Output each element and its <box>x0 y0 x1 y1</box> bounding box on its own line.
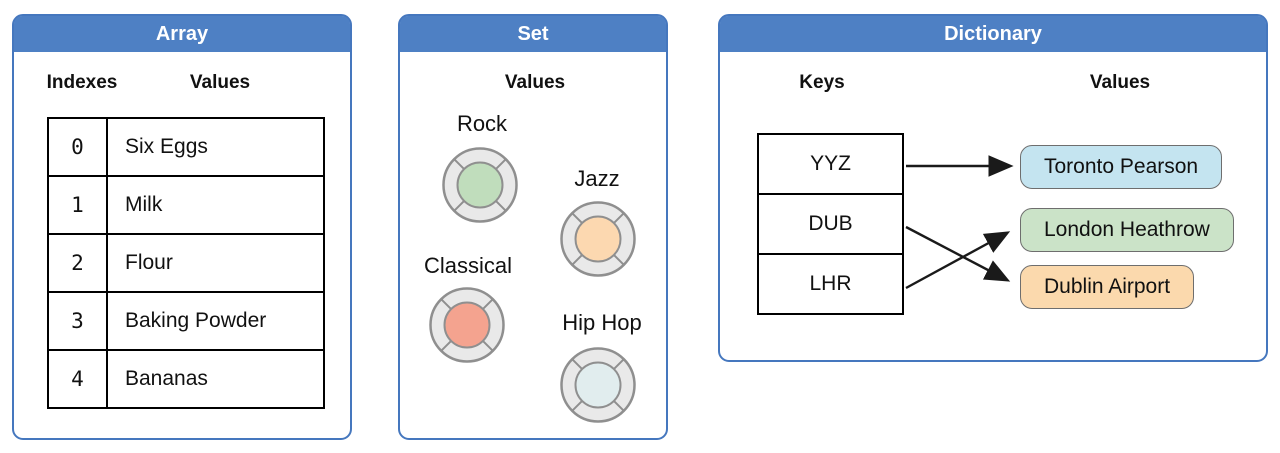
array-value-cell: Milk <box>106 175 325 235</box>
array-table: 0 Six Eggs 1 Milk 2 Flour 3 Baking Powde… <box>47 117 325 409</box>
dictionary-keys-column-label: Keys <box>799 72 845 93</box>
dictionary-panel-title: Dictionary <box>944 23 1042 45</box>
arrow-lhr-to-london <box>905 231 1011 290</box>
disc-center-classical <box>443 301 491 349</box>
array-panel: Array Indexes Values 0 Six Eggs 1 Milk 2… <box>12 14 352 440</box>
set-item-label-classical: Classical <box>423 253 513 278</box>
record-disc-icon <box>429 287 505 363</box>
keys-table-row: DUB <box>757 193 904 255</box>
set-panel: Set Values Rock Jazz <box>398 14 668 440</box>
array-index-cell: 4 <box>47 349 108 409</box>
keys-table-row: YYZ <box>757 133 904 195</box>
disc-center-hiphop <box>574 361 622 409</box>
array-panel-title: Array <box>155 23 209 45</box>
key-cell: LHR <box>757 253 904 315</box>
array-index-cell: 2 <box>47 233 108 293</box>
array-indexes-column-label: Indexes <box>46 72 118 93</box>
dictionary-panel-header: Dictionary <box>720 16 1266 52</box>
record-disc-icon <box>442 147 518 223</box>
set-panel-header: Set <box>400 16 666 52</box>
value-pill-london: London Heathrow <box>1020 208 1234 252</box>
array-value-cell: Six Eggs <box>106 117 325 177</box>
array-table-row: 2 Flour <box>47 233 325 293</box>
dictionary-values-column-label: Values <box>1089 72 1151 93</box>
set-panel-title: Set <box>517 23 549 45</box>
array-value-cell: Bananas <box>106 349 325 409</box>
array-value-cell: Baking Powder <box>106 291 325 351</box>
array-value-cell: Flour <box>106 233 325 293</box>
array-index-cell: 0 <box>47 117 108 177</box>
array-table-row: 4 Bananas <box>47 349 325 409</box>
value-pill-dublin: Dublin Airport <box>1020 265 1195 309</box>
value-pill-label: Toronto Pearson <box>1044 155 1199 178</box>
array-index-cell: 1 <box>47 175 108 235</box>
array-table-row: 1 Milk <box>47 175 325 235</box>
dictionary-panel: Dictionary Keys Values YYZ DUB LHR <box>718 14 1268 362</box>
set-item-label-rock: Rock <box>456 111 508 136</box>
array-index-cell: 3 <box>47 291 108 351</box>
key-cell: YYZ <box>757 133 904 195</box>
value-pill-label: London Heathrow <box>1044 218 1210 241</box>
record-disc-icon <box>560 347 636 423</box>
array-table-row: 3 Baking Powder <box>47 291 325 351</box>
array-table-row: 0 Six Eggs <box>47 117 325 177</box>
arrow-dub-to-dublin <box>905 225 1011 282</box>
key-cell: DUB <box>757 193 904 255</box>
value-pill-toronto: Toronto Pearson <box>1020 145 1223 189</box>
dictionary-keys-table: YYZ DUB LHR <box>757 133 904 315</box>
set-values-column-label: Values <box>504 72 566 93</box>
record-disc-icon <box>560 201 636 277</box>
set-item-label-hiphop: Hip Hop <box>562 310 642 335</box>
set-item-label-jazz: Jazz <box>574 166 620 191</box>
disc-center-jazz <box>574 215 622 263</box>
array-values-column-label: Values <box>189 72 251 93</box>
array-panel-header: Array <box>14 16 350 52</box>
keys-table-row: LHR <box>757 253 904 315</box>
value-pill-label: Dublin Airport <box>1044 275 1171 298</box>
disc-center-rock <box>456 161 504 209</box>
